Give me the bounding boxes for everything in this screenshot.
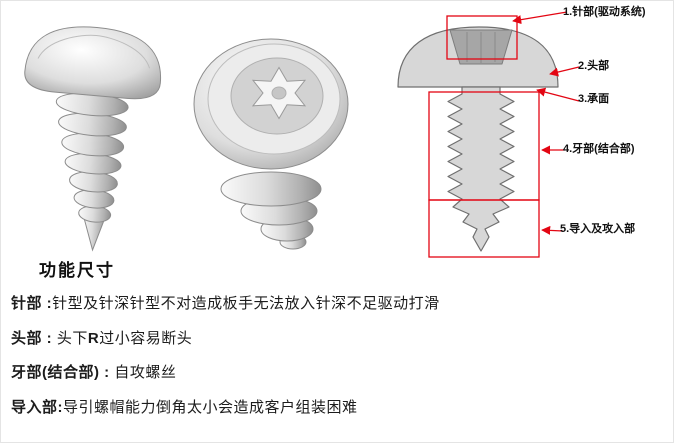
callout-1-pin-drive: 1.针部(驱动系统) [563, 6, 646, 18]
note-pin: 针部 :针型及针深针型不对造成板手无法放入针深不足驱动打滑 [11, 295, 440, 313]
note-lead-in: 导入部:导引螺帽能力倒角太小会造成客户组装困难 [11, 399, 358, 417]
screw-drive-view-illustration [193, 38, 349, 250]
section-heading: 功能尺寸 [39, 261, 115, 280]
arrow-3-bearing [536, 87, 580, 102]
arrow-5-tip [541, 225, 564, 235]
screw-side-view-illustration [24, 26, 161, 252]
note-thread-label: 牙部(结合部) : [11, 364, 115, 381]
callout-3-bearing: 3.承面 [578, 93, 610, 105]
annotation-boxes [428, 15, 540, 258]
note-head: 头部 : 头下R过小容易断头 [11, 330, 192, 348]
callout-5-tip: 5.导入及攻入部 [560, 223, 636, 235]
note-head-text-pre: 头下 [56, 330, 88, 347]
screw-illustrations [24, 11, 580, 258]
callout-4-thread: 4.牙部(结合部) [563, 143, 635, 155]
note-head-bold-r: R [87, 330, 100, 347]
arrow-2-head [549, 66, 580, 77]
callout-2-head: 2.头部 [578, 60, 610, 72]
note-pin-label: 针部 : [11, 295, 53, 312]
threaded-shank-section [447, 86, 515, 252]
note-thread: 牙部(结合部) : 自攻螺丝 [11, 364, 176, 382]
annotation-arrows [512, 11, 580, 235]
note-pin-text: 针型及针深针型不对造成板手无法放入针深不足驱动打滑 [52, 295, 440, 312]
drive-region-box [446, 15, 518, 60]
note-head-text-post: 过小容易断头 [99, 330, 193, 347]
screw-part-diagram [397, 26, 559, 252]
arrow-1-pin [512, 11, 568, 25]
note-lead-in-label: 导入部: [11, 399, 63, 416]
note-lead-in-text: 导引螺帽能力倒角太小会造成客户组装困难 [63, 399, 358, 416]
note-thread-text: 自攻螺丝 [114, 364, 177, 381]
tip-region-box [428, 199, 540, 258]
note-head-label: 头部 : [11, 330, 57, 347]
